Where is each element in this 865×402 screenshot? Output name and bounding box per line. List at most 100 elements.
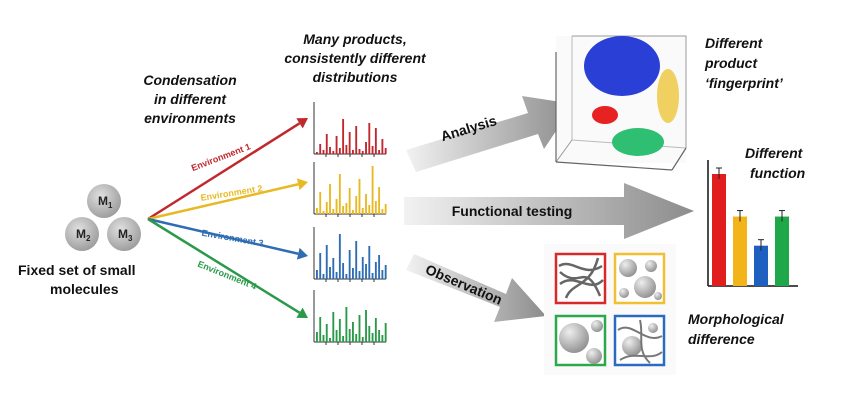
molecule-group: M1 M2 M3 Fixed set of small molecules	[18, 184, 141, 297]
distribution-bar	[355, 196, 358, 214]
sphere-icon	[634, 276, 656, 298]
distribution-bar	[378, 255, 381, 279]
function-bar-1	[712, 174, 726, 286]
distribution-bar	[384, 148, 387, 154]
distribution-bar	[342, 336, 345, 342]
svg-text:M3: M3	[118, 227, 133, 243]
morphology-panel	[544, 244, 676, 375]
distribution-bar	[319, 253, 322, 279]
distribution-bar	[345, 145, 348, 154]
red-cluster	[592, 106, 618, 124]
distribution-bar	[355, 334, 358, 342]
environment-arrowhead-4	[296, 307, 308, 318]
distribution-bar	[352, 150, 354, 154]
sphere-icon	[591, 320, 603, 332]
distribution-charts	[313, 102, 387, 345]
sphere-icon	[619, 288, 629, 298]
fingerprint-box-back	[572, 35, 687, 148]
sphere-icon	[622, 336, 642, 356]
distribution-bar	[338, 174, 341, 214]
distribution-bar	[342, 119, 345, 154]
condensation-line2: in different	[154, 91, 227, 107]
molecule-m3-label: M	[118, 227, 128, 241]
sphere-icon	[559, 323, 589, 353]
distribution-bar	[365, 310, 367, 342]
distribution-bar	[374, 262, 377, 279]
functional-arrow: Functional testing	[404, 183, 694, 239]
distribution-bar	[329, 338, 331, 342]
distribution-bar	[384, 323, 387, 342]
distribution-bar	[361, 151, 364, 154]
distribution-chart-4	[313, 290, 387, 345]
morph-frame-blue	[613, 314, 666, 367]
environment-arrow-2	[147, 183, 299, 221]
distribution-bar	[381, 335, 384, 342]
molecule-m2-label: M	[76, 227, 86, 241]
molecule-m1-label: M	[98, 194, 108, 208]
distribution-bar	[348, 250, 351, 279]
distribution-bar	[378, 330, 381, 342]
analysis-arrow: Analysis	[406, 96, 574, 172]
environment-arrowhead-3	[296, 247, 308, 260]
environment-arrowhead-2	[296, 178, 308, 191]
distribution-bar	[358, 271, 361, 279]
molecule-m2	[65, 217, 99, 251]
distribution-bar	[322, 274, 325, 279]
blue-cluster	[584, 36, 660, 96]
function-label-line2: function	[750, 165, 805, 181]
distribution-bar	[355, 126, 358, 154]
condensation-line3: environments	[144, 110, 236, 126]
environment-arrow-3	[147, 217, 299, 255]
distribution-chart-2	[313, 162, 387, 217]
distribution-bar	[342, 206, 345, 214]
environment-label-1: Environment 1	[190, 141, 252, 173]
function-bar-4	[775, 216, 789, 286]
distribution-bar	[338, 319, 341, 342]
molecule-m3	[107, 217, 141, 251]
products-heading-line1: Many products,	[303, 31, 406, 47]
environment-arrow-4	[147, 217, 301, 314]
distribution-bar	[332, 209, 335, 214]
distribution-bar	[322, 150, 325, 154]
distribution-bar	[335, 136, 338, 154]
condensation-label: Condensation in different environments	[143, 72, 236, 126]
distribution-bar	[325, 245, 328, 279]
yellow-cluster	[657, 69, 679, 123]
morph-frame-green	[554, 314, 607, 367]
sphere-icon	[645, 260, 657, 272]
distribution-bar	[338, 234, 341, 279]
functional-arrow-label: Functional testing	[452, 203, 573, 219]
function-bar-3	[754, 245, 768, 286]
distribution-bar	[348, 329, 351, 342]
distribution-bar	[384, 204, 387, 214]
distribution-bar	[316, 332, 318, 342]
environment-label-4: Environment 4	[196, 259, 258, 292]
fingerprint-box-edge	[555, 139, 573, 163]
distribution-bar	[381, 139, 384, 154]
products-heading: Many products, consistently different di…	[284, 31, 427, 85]
sphere-icon	[648, 323, 658, 333]
distribution-bar	[319, 192, 322, 214]
distribution-bar	[358, 315, 361, 342]
distribution-bar	[319, 317, 322, 342]
distribution-bar	[368, 246, 371, 279]
observation-arrow-label: Observation	[423, 261, 504, 308]
distribution-bar	[348, 188, 351, 214]
distribution-bar	[365, 264, 367, 279]
distribution-bar	[322, 211, 325, 214]
distribution-bar	[325, 324, 328, 342]
function-bar-2	[733, 216, 747, 286]
fibres-icon	[558, 257, 604, 299]
distribution-bar	[361, 257, 364, 279]
distribution-bar	[381, 270, 384, 279]
distribution-bar	[316, 152, 318, 154]
morph-frame-yellow	[613, 252, 666, 305]
distribution-bar	[374, 201, 377, 214]
distribution-chart-1	[313, 102, 387, 157]
morphology-label: Morphological difference	[688, 311, 785, 347]
fingerprint-line3: ‘fingerprint’	[705, 75, 784, 91]
distribution-bar	[365, 142, 367, 154]
distribution-bar	[371, 333, 374, 342]
distribution-bar	[316, 208, 318, 214]
